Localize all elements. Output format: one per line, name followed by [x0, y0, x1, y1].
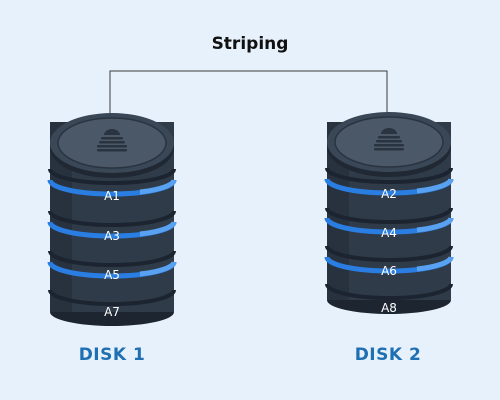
- stack-icon: [374, 128, 404, 151]
- disk-1-segment-4: A7: [104, 305, 120, 319]
- disk-1-segment-3: A5: [104, 268, 120, 282]
- disk-2-segment-4: A8: [381, 301, 397, 315]
- diagram-title: Striping: [211, 34, 289, 54]
- disk-2-segment-1: A2: [381, 187, 397, 201]
- disk-1-segment-2: A3: [104, 229, 120, 243]
- disk-1-drawing: [47, 113, 177, 326]
- disk-2-segment-2: A4: [381, 226, 397, 240]
- disk-1-segment-1: A1: [104, 189, 120, 203]
- disk-2-label: DISK 2: [354, 345, 422, 365]
- disk-2-segment-3: A6: [381, 264, 397, 278]
- stack-icon: [97, 129, 127, 152]
- disk-1-label: DISK 1: [78, 345, 146, 365]
